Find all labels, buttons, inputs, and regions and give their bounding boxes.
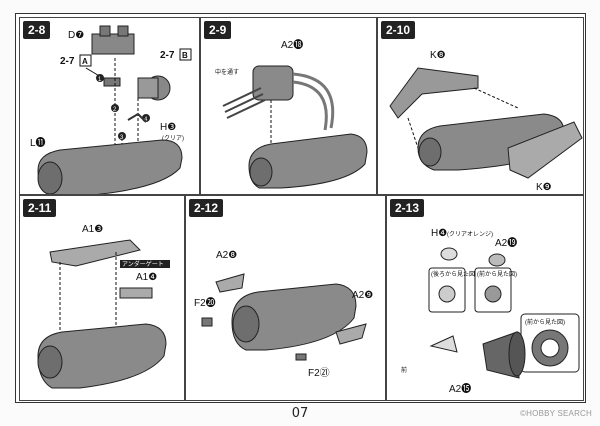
assembly-diagram-2-9: A2⓲ 中を通す (215, 39, 368, 189)
label-a2-8: A2❽ (216, 250, 237, 261)
step-marker-4: 4 (144, 117, 148, 123)
ref-step-a-number: 2-7 (60, 56, 75, 67)
part-a1-4 (119, 287, 153, 299)
part-f2-20 (201, 317, 213, 327)
step-number: 2-12 (189, 199, 224, 217)
label-l: L⓫ (30, 137, 46, 149)
part-k8 (389, 67, 479, 119)
fuselage-body (231, 283, 357, 351)
watermark: ©HOBBY SEARCH (520, 409, 592, 418)
step-marker-2: 2 (113, 107, 117, 113)
label-f2-21: F2㉑ (308, 367, 330, 379)
part-a2-19 (488, 253, 506, 267)
part-d (91, 33, 135, 55)
step-marker-3: 3 (120, 135, 124, 141)
part-f2-21 (295, 353, 307, 361)
label-a1-3: A1❸ (82, 224, 103, 235)
ref-step-b-number: 2-7 (160, 50, 175, 61)
label-pass-through: 中を通す (215, 68, 239, 76)
label-view-front: (前から見た図) (477, 270, 517, 278)
assembly-diagram-2-12: A2❽ F2⓴ A2❾ F2㉑ (194, 250, 373, 379)
ref-step-b-letter: B (182, 51, 188, 60)
label-k8: K❽ (430, 50, 446, 61)
step-panel-2-8: 2-8 D❼ 2-7 A 2-7 B 1 2 3 (19, 17, 200, 195)
assembly-diagram-2-8: D❼ 2-7 A 2-7 B 1 2 3 4 H❸ (クリア) (30, 25, 192, 194)
label-front: 前 (401, 366, 407, 374)
instruction-frame: 2-8 D❼ 2-7 A 2-7 B 1 2 3 (15, 13, 586, 403)
part-a2-8 (215, 273, 245, 293)
nose-cone (429, 335, 458, 353)
label-a2-15: A2⓯ (449, 383, 471, 395)
part-h (127, 112, 147, 123)
step-marker-1-badge: 1 (98, 77, 102, 83)
label-view-rear: (後ろから見た図) (431, 270, 477, 278)
label-h-note: (クリア) (162, 135, 184, 142)
step-number: 2-11 (23, 199, 57, 217)
assembly-diagram-2-13: H❹ (クリアオレンジ) A2⓳ (後ろから見た図) (前から見た図) (前から… (401, 228, 580, 395)
page-number: 07 (291, 406, 309, 421)
label-view-front-large: (前から見た図) (525, 318, 565, 326)
label-a1-4: A1❹ (136, 272, 157, 283)
label-a2-19: A2⓳ (495, 237, 517, 249)
under-gate-label-bg (120, 260, 170, 268)
label-a2-9: A2❾ (352, 290, 373, 301)
fuselage-body (37, 323, 167, 389)
step-panel-2-13: 2-13 H❹ (クリアオレンジ) A2⓳ (後ろから見た図) (前から見た図)… (386, 195, 584, 401)
step-panel-2-9: 2-9 A2⓲ 中を通す (200, 17, 377, 195)
label-h: H❸ (160, 122, 176, 133)
assembly-diagram-2-10: K❽ K❾ (389, 50, 583, 193)
step-panel-2-10: 2-10 K❽ K❾ (377, 17, 584, 195)
step-number: 2-8 (23, 21, 51, 39)
part-a1-3 (49, 239, 141, 267)
step-number: 2-9 (204, 21, 232, 39)
step-panel-2-12: 2-12 A2❽ F2⓴ A2❾ F2㉑ (185, 195, 386, 401)
label-d: D❼ (68, 30, 84, 41)
step-panel-2-11: 2-11 A1❸ アンダーゲート A1❹ (19, 195, 185, 401)
step-number: 2-10 (381, 21, 416, 39)
label-h4-note: (クリアオレンジ) (447, 231, 493, 238)
label-under-gate: アンダーゲート (122, 260, 164, 268)
fuselage-body (248, 133, 368, 189)
assembly-diagram-2-11: A1❸ アンダーゲート A1❹ (37, 224, 170, 389)
ref-step-a-letter: A (82, 57, 88, 66)
part-a2-9 (335, 323, 367, 345)
part-k9 (507, 121, 583, 179)
label-a2: A2⓲ (281, 39, 303, 51)
label-h4: H❹ (431, 228, 447, 239)
label-f2-20: F2⓴ (194, 297, 216, 309)
part-h4 (440, 247, 458, 261)
step-number: 2-13 (390, 199, 425, 217)
label-k9: K❾ (536, 182, 552, 193)
